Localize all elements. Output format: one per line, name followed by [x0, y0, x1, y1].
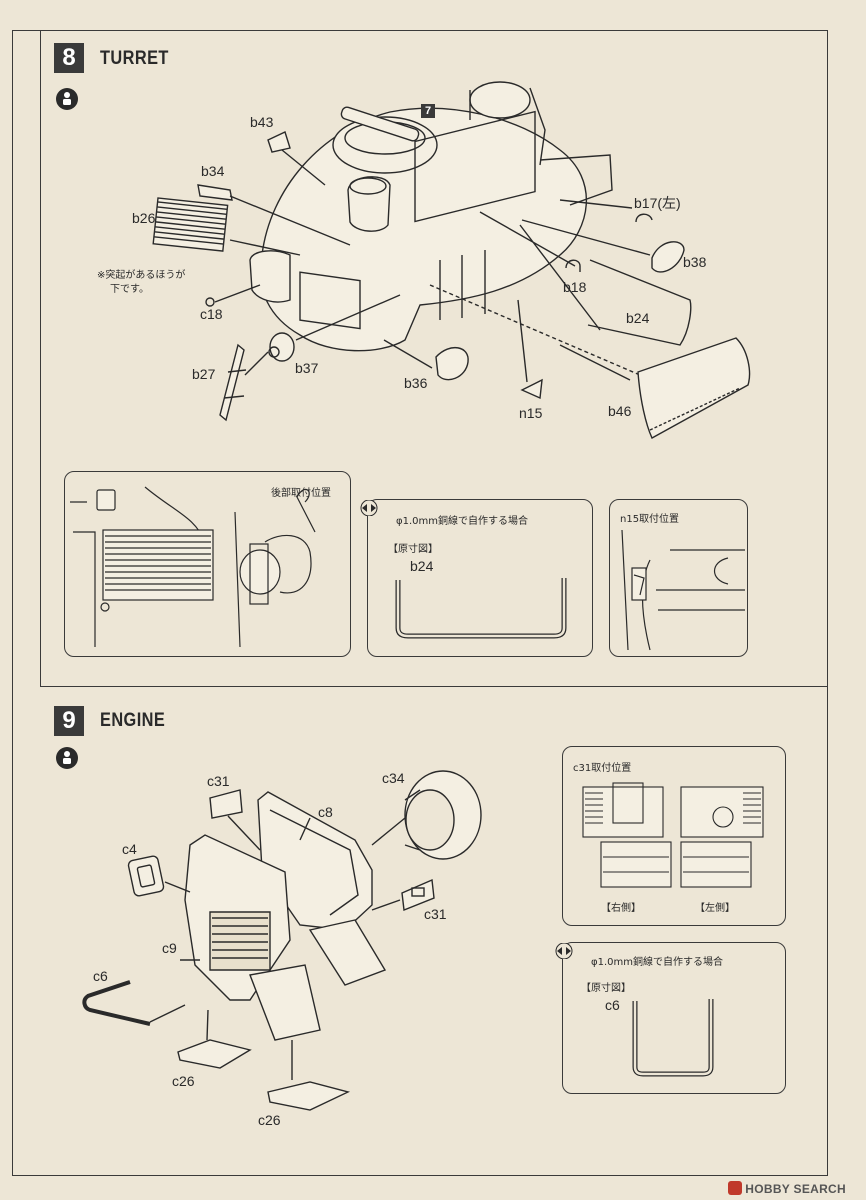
page-frame — [12, 30, 828, 1176]
part-label-b46: b46 — [608, 403, 632, 419]
right-side-label: 【右側】 — [601, 903, 641, 914]
orientation-note-line2: 下です。 — [110, 284, 149, 295]
part-label-n15: n15 — [519, 405, 543, 421]
rear-mount-inset: 後部取付位置 — [64, 471, 351, 657]
step-title: ENGINE — [100, 710, 166, 731]
rear-mount-drawing — [70, 486, 316, 648]
inset-title: c31取付位置 — [573, 763, 632, 774]
diagram-label: 【原寸図】 — [581, 983, 631, 994]
part-label-c31: c31 — [207, 773, 230, 789]
part-label-b34: b34 — [201, 163, 225, 179]
part-label-c34: c34 — [382, 770, 405, 786]
wire-template — [632, 999, 714, 1077]
part-label-b17: b17(左) — [634, 195, 681, 211]
part-label-b43: b43 — [250, 114, 274, 130]
c31-position-drawing — [582, 782, 764, 888]
part-label-c4: c4 — [122, 841, 137, 857]
part-label-b24: b24 — [410, 558, 434, 574]
n15-position-drawing — [621, 529, 745, 651]
inset-title: φ1.0mm銅線で自作する場合 — [591, 957, 723, 968]
part-label-b24: b24 — [626, 310, 650, 326]
part-label-c18: c18 — [200, 306, 223, 322]
frame-rail — [40, 30, 41, 686]
part-label-b36: b36 — [404, 375, 428, 391]
hobby-search-logo-icon — [728, 1181, 743, 1195]
c31-position-inset: c31取付位置 【右側】 【左側】 — [562, 746, 786, 926]
glue-icon — [56, 88, 78, 110]
orientation-note-line1: ※突起があるほうが — [97, 270, 186, 281]
part-label-b37: b37 — [295, 360, 319, 376]
part-label-b18: b18 — [563, 279, 587, 295]
part-label-b27: b27 — [192, 366, 216, 382]
wire-template — [395, 578, 567, 639]
double-arrow-icon — [360, 500, 378, 516]
double-arrow-icon — [555, 943, 573, 959]
step-number-badge: 8 — [54, 43, 84, 73]
part-label-c6: c6 — [93, 968, 108, 984]
watermark-text: HOBBY SEARCH — [745, 1182, 846, 1196]
step-title: TURRET — [100, 48, 169, 69]
section-divider — [40, 686, 828, 687]
part-label-c9: c9 — [162, 940, 177, 956]
part-label-c31: c31 — [424, 906, 447, 922]
part-label-c26: c26 — [258, 1112, 281, 1128]
previous-step-callout: 7 — [421, 104, 435, 118]
part-label-c8: c8 — [318, 804, 333, 820]
part-label-b38: b38 — [683, 254, 707, 270]
part-label-c26: c26 — [172, 1073, 195, 1089]
part-label-b26: b26 — [132, 210, 156, 226]
inset-title: 後部取付位置 — [271, 488, 331, 499]
glue-icon — [56, 747, 78, 769]
copper-wire-b24-inset: φ1.0mm銅線で自作する場合 【原寸図】 b24 — [360, 499, 593, 657]
step-number-badge: 9 — [54, 706, 84, 736]
left-side-label: 【左側】 — [695, 903, 735, 914]
inset-title: n15取付位置 — [620, 514, 680, 525]
inset-title: φ1.0mm銅線で自作する場合 — [396, 516, 528, 527]
diagram-label: 【原寸図】 — [388, 544, 438, 555]
n15-position-inset: n15取付位置 — [609, 499, 748, 657]
watermark: HOBBY SEARCH — [728, 1181, 846, 1196]
copper-wire-c6-inset: φ1.0mm銅線で自作する場合 【原寸図】 c6 — [555, 942, 786, 1094]
part-label-c6: c6 — [605, 997, 620, 1013]
